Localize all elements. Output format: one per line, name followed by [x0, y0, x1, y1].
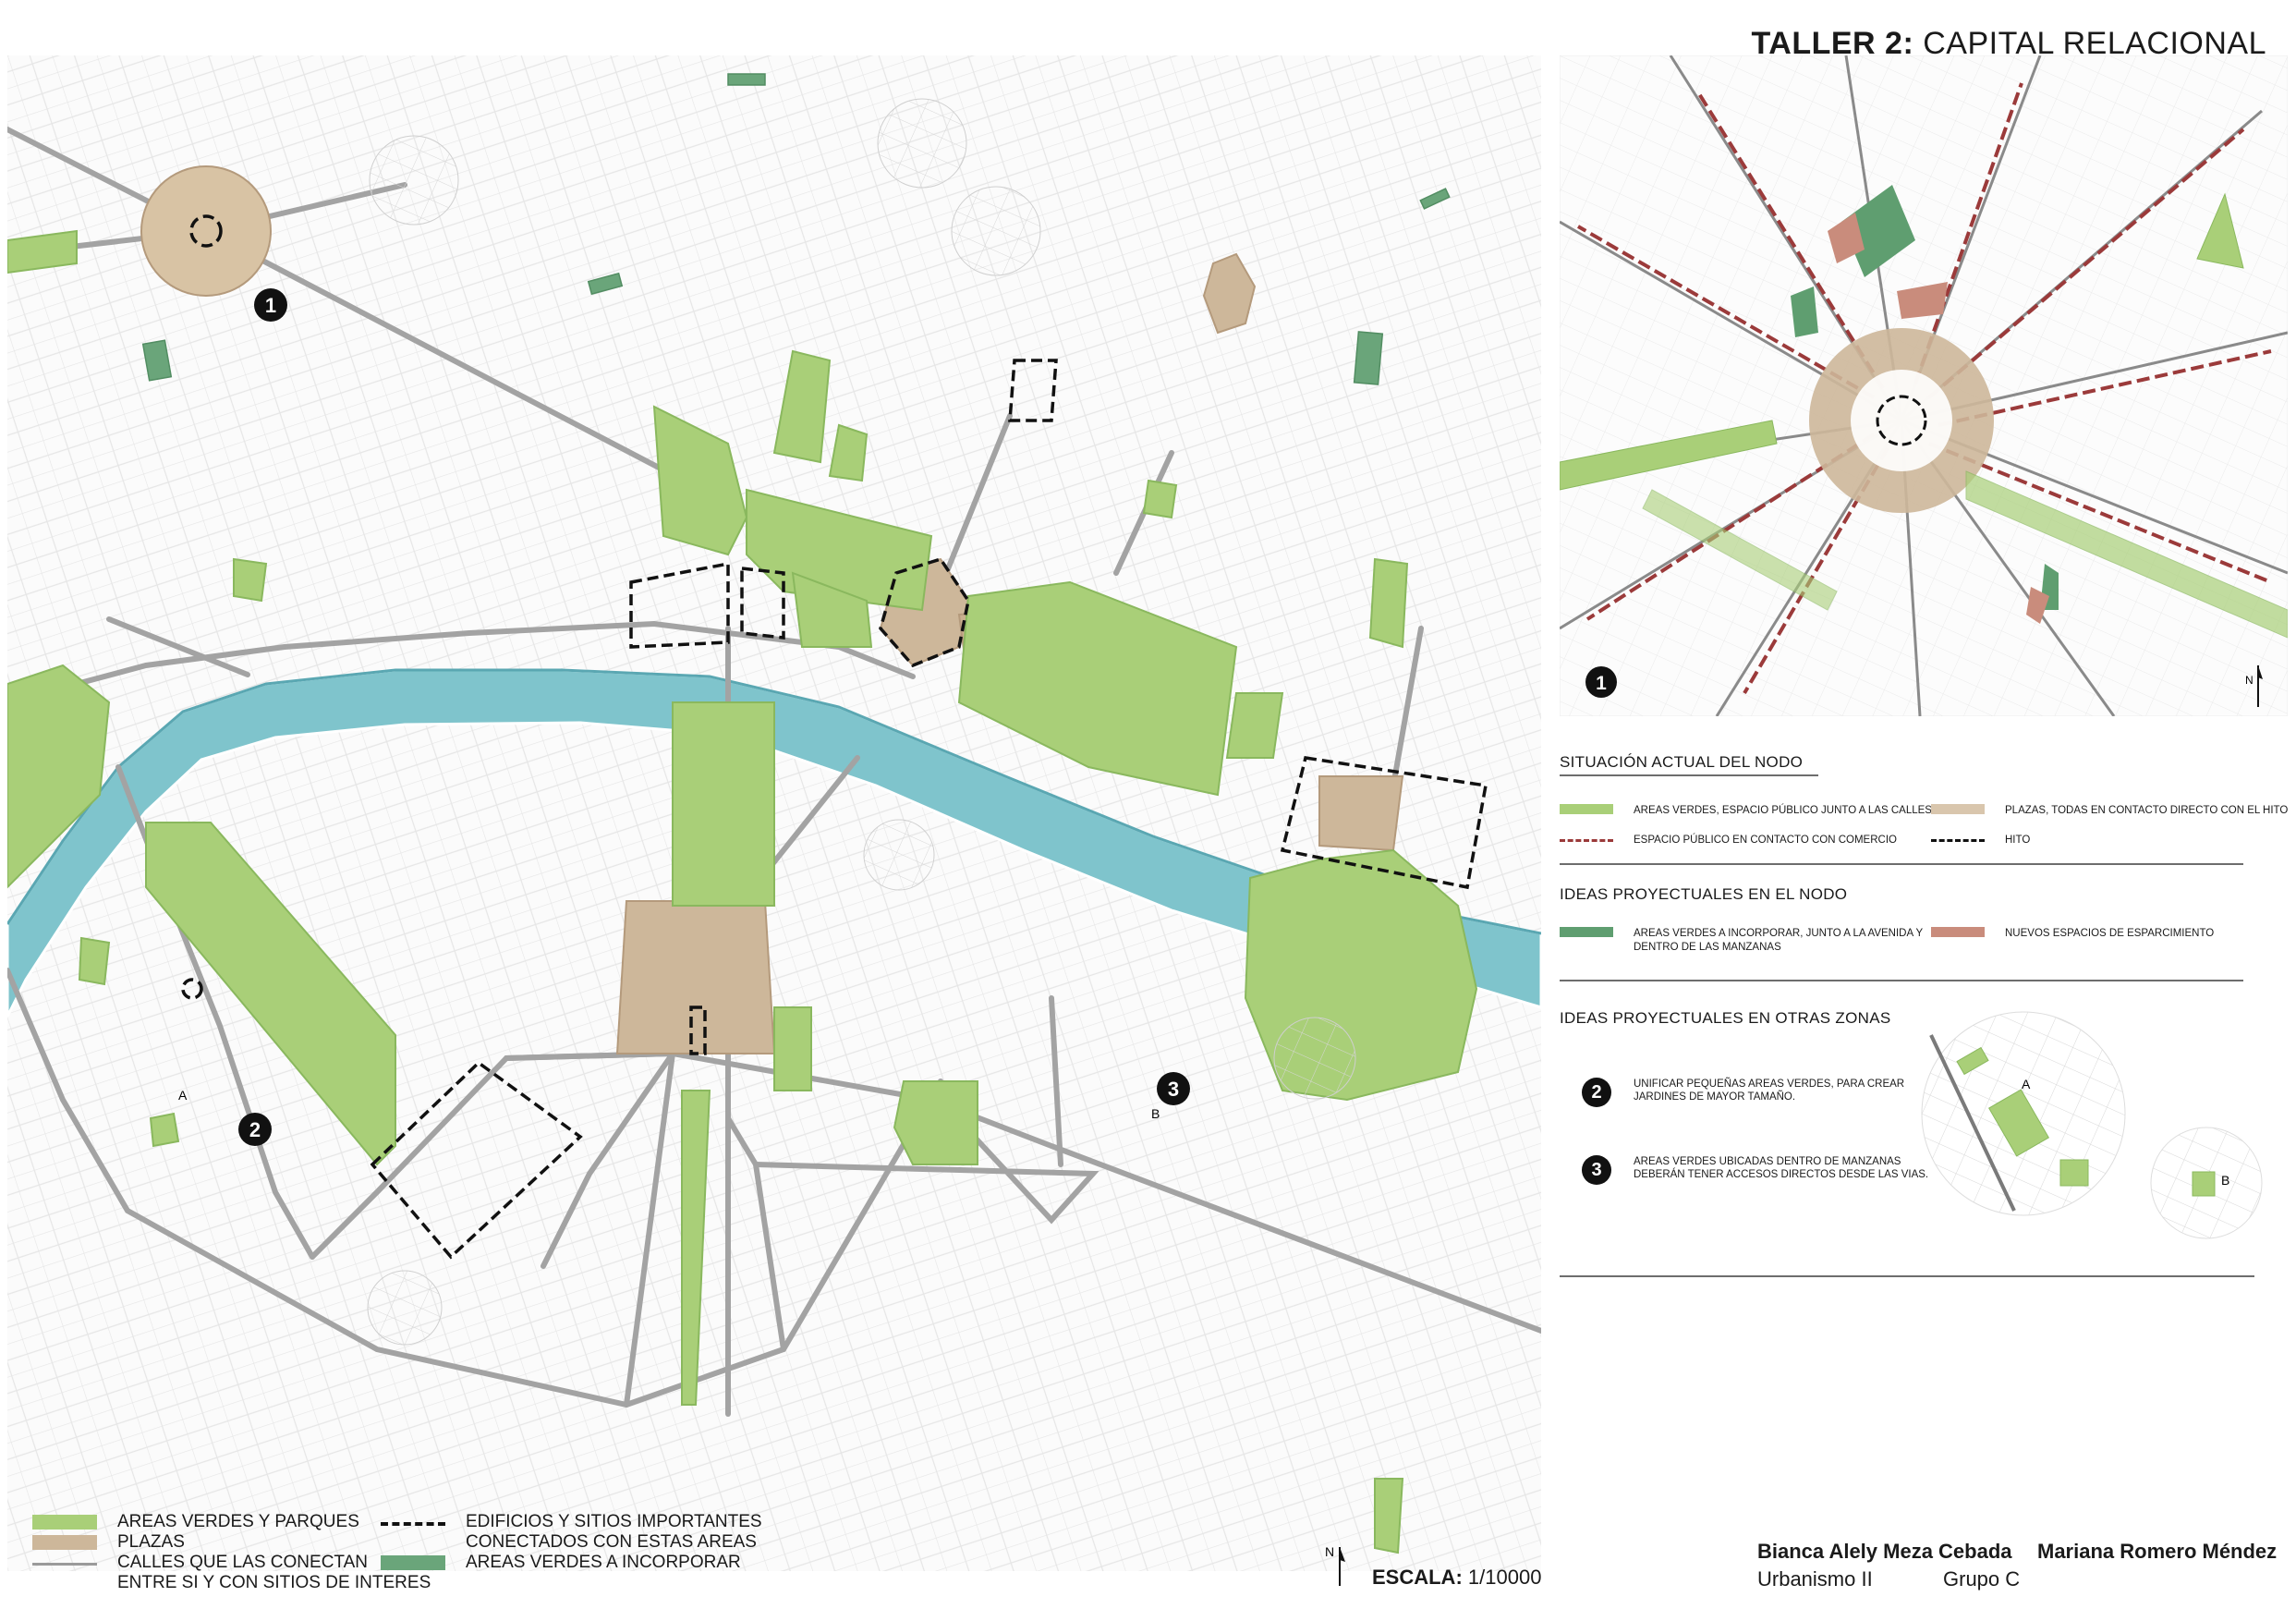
legend-buildings: EDIFICIOS Y SITIOS IMPORTANTES CONECTADO… [381, 1512, 762, 1553]
legend-incorporate: AREAS VERDES A INCORPORAR [381, 1553, 741, 1573]
plaza-large [615, 900, 776, 1054]
svg-text:N: N [1325, 1544, 1334, 1559]
neighborhood-circles [367, 98, 1356, 1346]
green-rect-east [1368, 557, 1409, 649]
legend-swatch-plaza [32, 1535, 97, 1550]
svg-text:2: 2 [249, 1118, 261, 1141]
diagram-access: B [2150, 1127, 2263, 1239]
sit-item-commerce: ESPACIO PÚBLICO EN CONTACTO CON COMERCIO [1560, 834, 1897, 847]
svg-text:1: 1 [265, 294, 276, 317]
inset-map: 1 N [1560, 55, 2288, 716]
idea-number-2: 2 [1582, 1078, 1611, 1107]
legend-swatch-street [32, 1563, 97, 1566]
svg-text:1: 1 [1596, 673, 1607, 694]
course: Urbanismo II [1757, 1567, 1873, 1591]
idea-row-3: 3 AREAS VERDES UBICADAS DENTRO DE MANZAN… [1582, 1155, 1928, 1185]
green-areas [7, 229, 1478, 1554]
rule-1 [1560, 863, 2243, 865]
nodo-item-new-spaces: NUEVOS ESPACIOS DE ESPARCIMIENTO [1931, 927, 2214, 941]
heading-nodo: IDEAS PROYECTUALES EN EL NODO [1560, 885, 1848, 903]
legend-green: AREAS VERDES Y PARQUES [32, 1512, 359, 1532]
sit-item-hito: HITO [1931, 834, 2030, 847]
green-tiny-sw [78, 936, 111, 986]
green-axis [672, 701, 775, 907]
green-pair [1225, 692, 1284, 759]
green-tiny-a [149, 1112, 180, 1148]
legend-swatch-incorporate [381, 1555, 445, 1570]
rule-2 [1560, 980, 2243, 981]
green-block-3 [772, 349, 832, 464]
inset-incorporate [1791, 185, 2059, 610]
green-small-1 [773, 1006, 812, 1091]
green-avenue [681, 1090, 711, 1406]
legend-streets: CALLES QUE LAS CONECTAN ENTRE SI Y CON S… [32, 1553, 431, 1593]
sit-item-plaza: PLAZAS, TODAS EN CONTACTO DIRECTO CON EL… [1931, 804, 2288, 818]
diagram-unify: A [1921, 1011, 2126, 1216]
map-label-b: B [1151, 1106, 1160, 1121]
green-tiny-s [1374, 1478, 1404, 1554]
sit-item-green: AREAS VERDES, ESPACIO PÚBLICO JUNTO A LA… [1560, 804, 1932, 818]
green-strip-west [7, 229, 78, 274]
svg-text:A: A [2022, 1077, 2031, 1091]
group: Grupo C [1943, 1567, 2021, 1591]
green-small-2 [893, 1080, 978, 1165]
green-block-5 [791, 571, 873, 648]
svg-text:N: N [2245, 674, 2253, 687]
green-garden [145, 822, 396, 1166]
legend-swatch-buildings [381, 1522, 445, 1526]
plaza-star [140, 165, 272, 297]
green-tiny-west [233, 557, 268, 603]
important-buildings [181, 214, 1488, 1260]
author-1: Bianca Alely Meza Cebada [1757, 1540, 2012, 1563]
rule-3 [1560, 1275, 2254, 1277]
scale-label: ESCALA: 1/10000 [1372, 1566, 1542, 1589]
legend-plaza: PLAZAS [32, 1532, 185, 1553]
green-west [7, 664, 111, 889]
plaza-small [1202, 252, 1257, 335]
author-2: Mariana Romero Méndez [2037, 1540, 2278, 1563]
inset-green [1560, 192, 2288, 639]
plaza-square [1318, 775, 1404, 852]
idea-number-3: 3 [1582, 1155, 1611, 1185]
svg-text:B: B [2221, 1173, 2229, 1188]
inset-north-arrow-icon: N [2245, 665, 2263, 707]
map-marker-1: 1 [254, 288, 287, 322]
incorporate-areas [141, 73, 1451, 385]
inset-new-spaces [1828, 213, 2049, 624]
idea-row-2: 2 UNIFICAR PEQUEÑAS AREAS VERDES, PARA C… [1582, 1078, 1904, 1107]
main-map: 1 2 3 A B [7, 55, 1541, 1571]
inset-hito [1876, 395, 1927, 446]
heading-situacion: SITUACIÓN ACTUAL DEL NODO [1560, 753, 1804, 771]
legend-swatch-green [32, 1515, 97, 1530]
green-block-4 [828, 423, 869, 482]
heading-otras: IDEAS PROYECTUALES EN OTRAS ZONAS [1560, 1009, 1891, 1027]
map-marker-3: 3 [1157, 1072, 1190, 1105]
green-park-large [957, 580, 1238, 797]
green-tiny-east [1142, 479, 1178, 519]
inset-marker-1: 1 [1585, 666, 1617, 698]
rule-situacion [1560, 774, 1818, 776]
green-block-1 [652, 405, 748, 556]
map-marker-2: 2 [238, 1113, 272, 1146]
map-label-a: A [178, 1088, 188, 1103]
nodo-item-incorporate: AREAS VERDES A INCORPORAR, JUNTO A LA AV… [1560, 927, 1923, 955]
north-arrow-icon: N [1325, 1544, 1345, 1586]
svg-text:3: 3 [1168, 1078, 1179, 1101]
